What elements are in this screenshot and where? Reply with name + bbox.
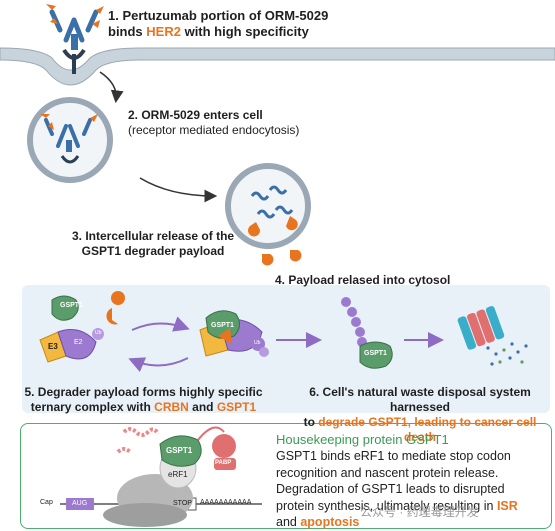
ribosome-scene (60, 426, 262, 527)
housekeeping-line-1: GSPT1 binds eRF1 to mediate stop codon (276, 449, 511, 463)
step-2-line-2: (receptor mediated endocytosis) (128, 123, 300, 137)
housekeeping-line-5: and apoptosis (276, 514, 546, 531)
antibody-icon (46, 4, 104, 74)
housekeeping-line-3: Degradation of GSPT1 leads to disrupted (276, 482, 505, 496)
aug-label: AUG (72, 500, 88, 507)
pabp-label: PABP (215, 460, 232, 466)
ub-label-complex: Ub (254, 340, 261, 346)
step-3-text: 3. Intercellular release of the GSPT1 de… (72, 229, 234, 259)
step-6-line-1: 6. Cell's natural waste disposal system … (309, 385, 531, 414)
e3-label: E3 (48, 342, 58, 351)
housekeeping-title: Housekeeping protein GSPT1 (276, 432, 449, 447)
step-5-line-2: ternary complex with CRBN and GSPT1 (6, 400, 281, 415)
lysosome-vesicle (225, 163, 311, 249)
mechanism-panel (22, 285, 550, 413)
ub-label: Ub (95, 330, 102, 336)
gspt1-label-free: GSPT1 (60, 302, 83, 309)
step-3-line-1: 3. Intercellular release of the (72, 229, 235, 243)
step-1-line-2: binds HER2 with high specificity (108, 24, 328, 40)
step-1-text-pre: binds (108, 24, 147, 39)
her2-label: HER2 (146, 24, 181, 39)
ternary-complex (39, 291, 269, 363)
housekeeping-line-4-pre: protein synthesis, ultimately resulting … (276, 498, 497, 513)
apoptosis-label: apoptosis (300, 515, 360, 529)
step-1-line-1: 1. Pertuzumab portion of ORM-5029 (108, 8, 329, 23)
housekeeping-body: GSPT1 binds eRF1 to mediate stop codon r… (276, 448, 546, 531)
stop-label: STOP (173, 500, 192, 507)
proteasome-icon (457, 306, 528, 366)
degrade-gspt1-highlight: degrade GSPT1, leading to cancer cell de… (318, 415, 537, 444)
watermark: 公众号 · 药理毒理开发 (360, 505, 479, 519)
cycle-arrow-forward (131, 316, 190, 332)
ubiquitinated-gspt1 (341, 297, 393, 369)
gspt1-label-ubiquitinated: GSPT1 (364, 350, 387, 357)
payload-drop (262, 254, 274, 266)
gspt1-label-ribosome: GSPT1 (166, 446, 193, 455)
housekeeping-line-2: recognition and nascent protein release. (276, 465, 499, 480)
endosome-vesicle (27, 97, 113, 183)
step-2-line-1: 2. ORM-5029 enters cell (128, 108, 263, 122)
step-5-text-pre: ternary complex with (30, 400, 155, 414)
cap-label: Cap (40, 499, 53, 506)
gspt1-label-complex: GSPT1 (211, 322, 234, 329)
gspt1-highlight: GSPT1 (216, 400, 257, 414)
e2-label: E2 (74, 339, 83, 346)
arrow-1 (99, 71, 124, 104)
erf1-label: eRF1 (168, 470, 188, 479)
step-6-text-pre: to (303, 415, 319, 429)
cycle-arrow-back (128, 357, 189, 373)
step-3-line-2: GSPT1 degrader payload (81, 244, 225, 258)
crbn-label: CRBN (154, 400, 189, 414)
aug-codon (66, 498, 94, 510)
step-4-text: 4. Payload relased into cytosol (275, 273, 451, 287)
cell-membrane (0, 47, 555, 86)
isr-label: ISR (496, 498, 518, 513)
step-1-text: 1. Pertuzumab portion of ORM-5029 binds … (108, 8, 328, 40)
arrow-2 (139, 177, 218, 203)
step-1-text-post: with high specificity (180, 24, 309, 39)
housekeeping-line-5-pre: and (276, 515, 301, 529)
polya-label: AAAAAAAAAAA (200, 499, 252, 506)
step-5-text: 5. Degrader payload forms highly specifi… (6, 385, 281, 415)
step-6-line-2: to degrade GSPT1, leading to cancer cell… (290, 415, 550, 445)
step-6-text: 6. Cell's natural waste disposal system … (290, 385, 550, 445)
step-5-line-1: 5. Degrader payload forms highly specifi… (24, 385, 263, 399)
housekeeping-line-4: protein synthesis, ultimately resulting … (276, 498, 546, 515)
payload-drop (290, 250, 302, 262)
step-5-and: and (188, 400, 217, 414)
step-2-text: 2. ORM-5029 enters cell (receptor mediat… (128, 108, 299, 138)
